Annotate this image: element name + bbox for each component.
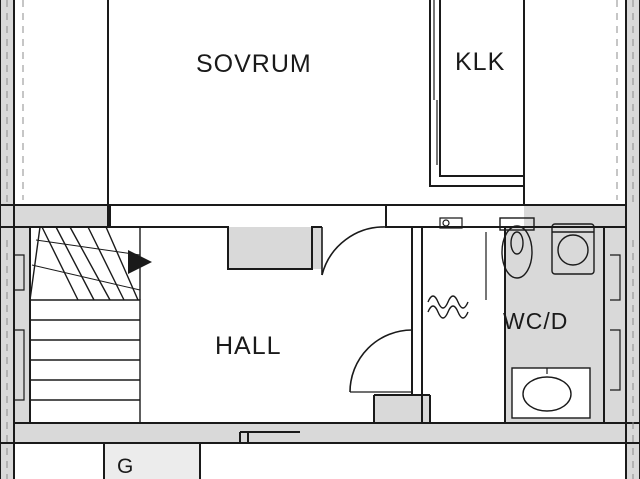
radiator-fixture	[427, 295, 469, 319]
toilet-fixture	[499, 217, 535, 279]
dashed-guides	[6, 0, 634, 479]
room-label-klk: KLK	[455, 48, 506, 76]
room-label-hall: HALL	[215, 332, 282, 360]
room-label-sovrum: SOVRUM	[196, 50, 312, 78]
washing-machine-fixture	[551, 223, 595, 275]
door-swing-hall-sovrum	[321, 226, 387, 276]
door-swing-hall-wc	[349, 329, 413, 393]
misc-fixture-lines	[14, 0, 621, 401]
room-label-g: G	[117, 455, 135, 478]
staircase	[29, 226, 141, 423]
stair-direction-arrow	[128, 250, 152, 274]
wash-basin-fixture	[511, 367, 591, 419]
room-label-wcd: WC/D	[503, 308, 569, 334]
